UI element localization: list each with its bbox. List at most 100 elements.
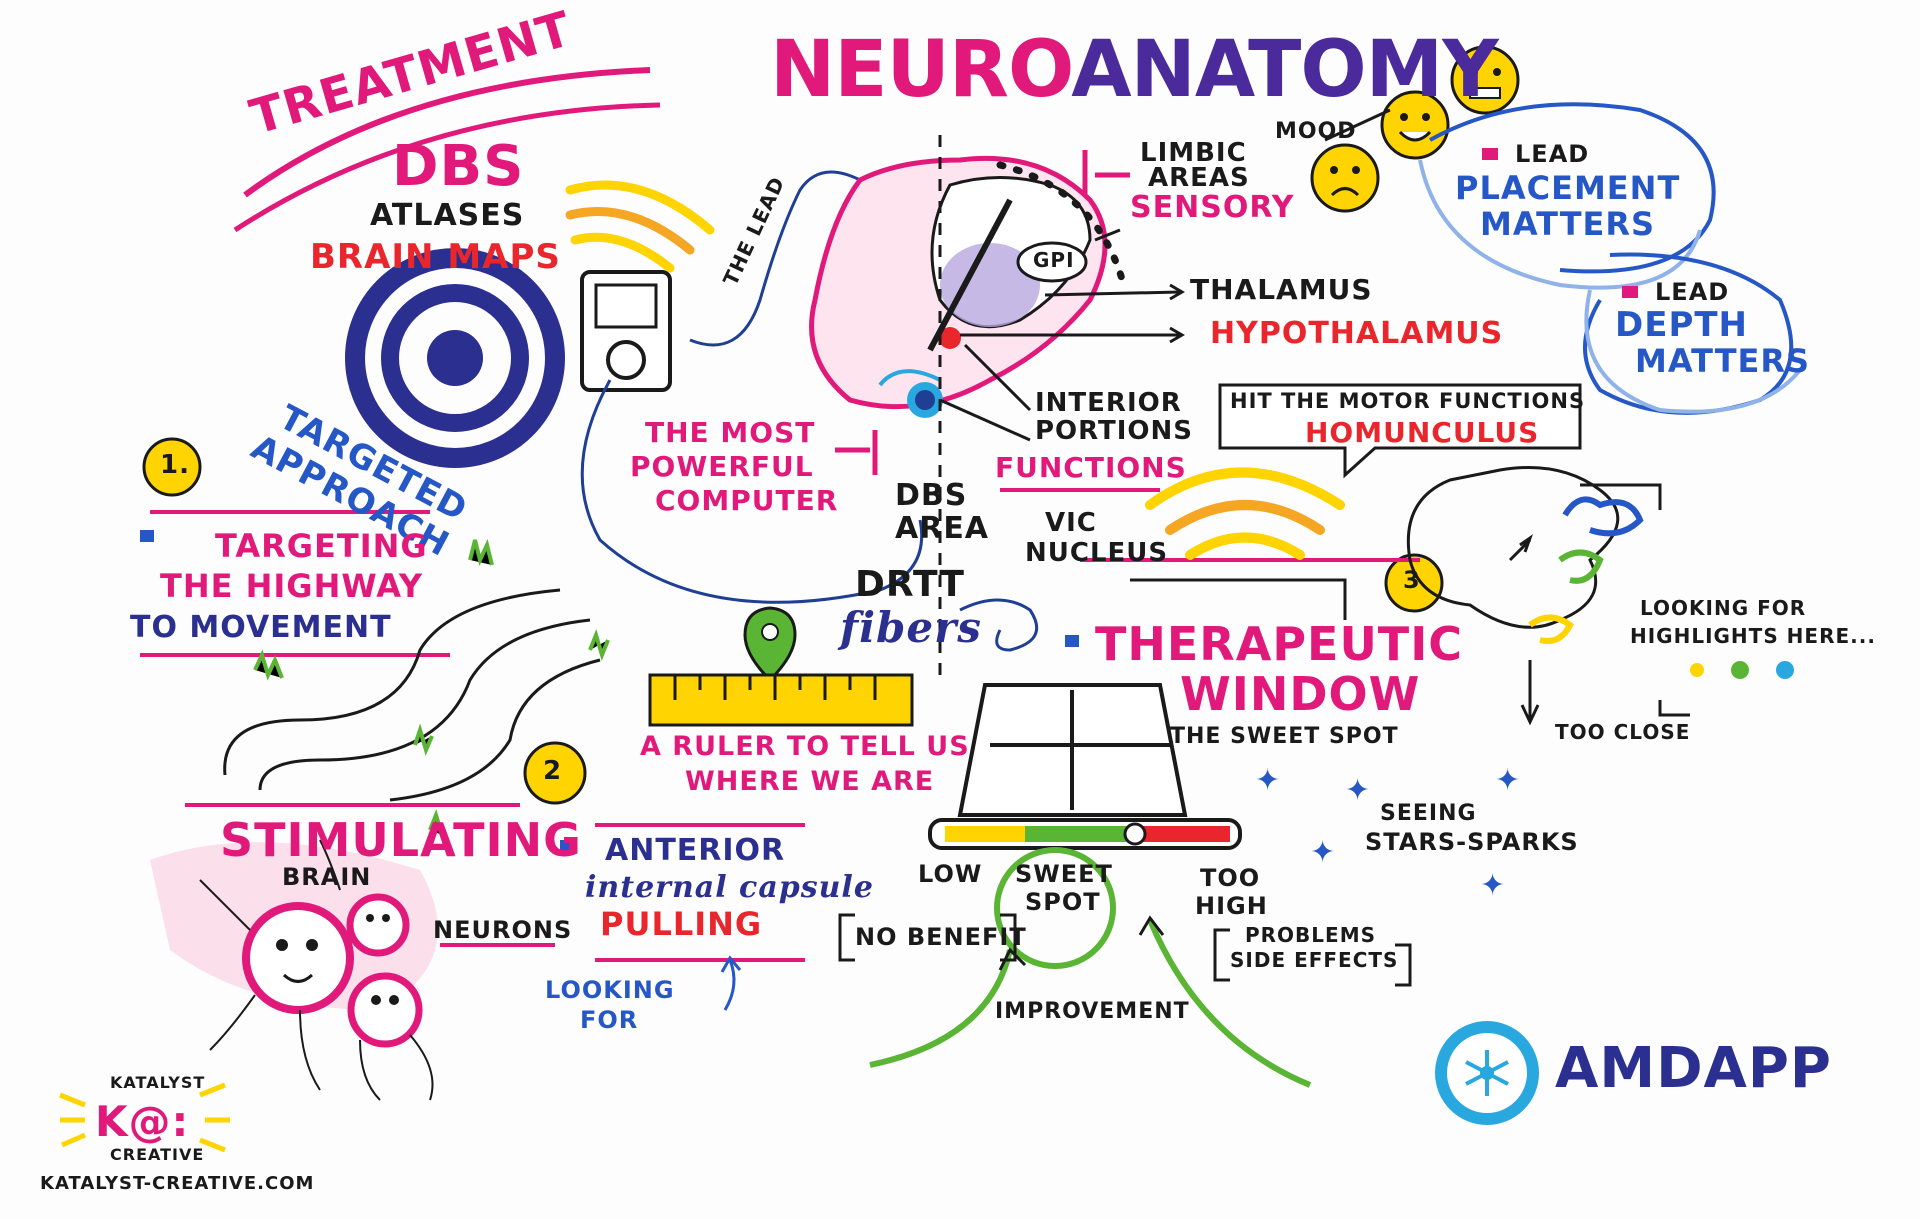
title-anatomy: ANATOMY bbox=[1071, 25, 1499, 115]
step-1-badge bbox=[142, 437, 202, 497]
gpi-bubble bbox=[1016, 241, 1088, 283]
problems-label: PROBLEMS bbox=[1245, 923, 1377, 947]
dbs-area-line-1: DBS bbox=[895, 478, 968, 513]
brain-highlights bbox=[1528, 496, 1644, 644]
drtt-label: DRTT bbox=[855, 564, 965, 605]
step-1-line-3: TO MOVEMENT bbox=[130, 610, 392, 645]
lead-depth-lead: LEAD bbox=[1655, 278, 1730, 306]
window-waves-icon bbox=[1145, 467, 1345, 560]
highlight-dot bbox=[1776, 661, 1794, 679]
lead-depth-line-1: DEPTH bbox=[1615, 305, 1749, 345]
stimulating-label: STIMULATING bbox=[220, 813, 582, 867]
sweet-spot-circle bbox=[994, 847, 1116, 969]
road-illustration bbox=[223, 588, 601, 802]
sensory-label: SENSORY bbox=[1130, 190, 1295, 225]
too-label: TOO bbox=[1200, 864, 1261, 892]
motor-line-2: HOMUNCULUS bbox=[1305, 416, 1540, 449]
high-label: HIGH bbox=[1195, 892, 1268, 920]
up-arrow bbox=[723, 959, 736, 1011]
window-frame-top bbox=[1130, 578, 1347, 620]
thalamus-label: THALAMUS bbox=[1190, 273, 1373, 306]
treatment-arc-bottom bbox=[233, 102, 661, 233]
ruler-line-1: A RULER TO TELL US bbox=[640, 731, 970, 762]
lead-depth-line-2: MATTERS bbox=[1635, 342, 1811, 380]
katalyst-ka-logo: K@: bbox=[95, 1097, 190, 1146]
page-title: NEUROANATOMY bbox=[770, 29, 1499, 112]
gpi-label: GPI bbox=[1033, 248, 1075, 272]
amdapp-logo-icon bbox=[1435, 1021, 1539, 1125]
step-3-badge bbox=[1384, 553, 1444, 613]
atlases-label: ATLASES bbox=[370, 198, 525, 233]
lead-placement-line-2: MATTERS bbox=[1480, 205, 1656, 243]
neurons-illustration bbox=[150, 839, 438, 1101]
head-silhouette bbox=[1406, 466, 1620, 629]
stars-icon: ✦ ✦ ✦ ✦ ✦ bbox=[1255, 763, 1520, 903]
looking-line-1: LOOKING FOR bbox=[1640, 596, 1807, 620]
therapeutic-line-2: WINDOW bbox=[1180, 667, 1421, 721]
hypothalamus-label: HYPOTHALAMUS bbox=[1210, 316, 1504, 351]
katalyst-logo-icon bbox=[59, 1082, 230, 1153]
step-1-line-2: THE HIGHWAY bbox=[160, 567, 424, 605]
anterior-line-1: ANTERIOR bbox=[605, 833, 786, 868]
amdapp-label: AMDAPP bbox=[1555, 1036, 1832, 1101]
lead-wire bbox=[689, 170, 861, 347]
motor-line-1: HIT THE MOTOR FUNCTIONS bbox=[1230, 389, 1586, 413]
fibers-label: fibers bbox=[840, 603, 982, 652]
spot-label: SPOT bbox=[1025, 888, 1101, 916]
dbs-area-line-2: AREA bbox=[895, 511, 990, 546]
window-screen-icon bbox=[957, 683, 1188, 817]
low-label: LOW bbox=[918, 860, 983, 888]
looking-line-2: HIGHLIGHTS HERE... bbox=[1630, 624, 1876, 648]
looking-for-line-1: LOOKING bbox=[545, 976, 675, 1004]
katalyst-arc-label: KATALYST bbox=[110, 1073, 206, 1092]
grass-tufts bbox=[253, 539, 610, 836]
therapeutic-line-1: THERAPEUTIC bbox=[1095, 617, 1464, 671]
crosshair-marks bbox=[835, 150, 1130, 475]
brain-maps-label: BRAIN MAPS bbox=[310, 237, 561, 277]
brain-illustration bbox=[809, 155, 1108, 418]
sweet-label: SWEET bbox=[1015, 860, 1113, 888]
step-3-number: 3 bbox=[1403, 566, 1421, 594]
ruler-line-2: WHERE WE ARE bbox=[685, 766, 935, 797]
vic-label: VIC bbox=[1045, 508, 1097, 538]
ruler-icon bbox=[648, 673, 914, 727]
no-benefit-label: NO BENEFIT bbox=[855, 923, 1027, 951]
highlight-dot bbox=[1690, 663, 1704, 677]
svg-text:✦: ✦ bbox=[1310, 835, 1335, 870]
step-2-badge bbox=[523, 741, 587, 805]
the-sweet-spot-label: THE SWEET SPOT bbox=[1170, 724, 1399, 749]
bullet bbox=[1482, 148, 1498, 160]
areas-label: AREAS bbox=[1148, 163, 1250, 193]
improvement-label: IMPROVEMENT bbox=[995, 999, 1190, 1024]
side-effects-label: SIDE EFFECTS bbox=[1230, 948, 1399, 972]
dbs-label: DBS bbox=[392, 134, 525, 199]
title-neuro: NEURO bbox=[770, 25, 1072, 115]
fibers-squiggle bbox=[959, 598, 1039, 652]
stimulator-device-icon bbox=[580, 270, 672, 392]
improvement-arrows bbox=[869, 918, 1312, 1088]
bullet bbox=[1622, 286, 1638, 298]
lead-placement-lead: LEAD bbox=[1515, 140, 1590, 168]
mood-label: MOOD bbox=[1275, 119, 1357, 144]
stars-sparks-label: STARS-SPARKS bbox=[1365, 828, 1579, 856]
underlines bbox=[140, 488, 1420, 962]
speech-bubble bbox=[1218, 383, 1582, 479]
location-pin-icon bbox=[743, 606, 797, 683]
treatment-arc-top bbox=[243, 67, 651, 198]
lead-placement-line-1: PLACEMENT bbox=[1455, 169, 1681, 207]
mood-faces-icon bbox=[1310, 45, 1520, 213]
limbic-label: LIMBIC bbox=[1140, 138, 1247, 168]
looking-for-line-2: FOR bbox=[580, 1006, 639, 1034]
functions-label: FUNCTIONS bbox=[995, 451, 1187, 484]
step-1-number: 1. bbox=[160, 450, 190, 480]
brain-label: BRAIN bbox=[282, 863, 372, 891]
svg-text:✦: ✦ bbox=[1480, 868, 1505, 903]
svg-text:✦: ✦ bbox=[1255, 763, 1280, 798]
creative-label: CREATIVE bbox=[110, 1145, 205, 1164]
most-line-2: POWERFUL bbox=[630, 450, 814, 483]
too-close-label: TOO CLOSE bbox=[1555, 720, 1691, 744]
most-line-1: THE MOST bbox=[645, 416, 816, 449]
katalyst-url: KATALYST-CREATIVE.COM bbox=[40, 1173, 315, 1194]
signal-waves-icon bbox=[565, 180, 715, 273]
